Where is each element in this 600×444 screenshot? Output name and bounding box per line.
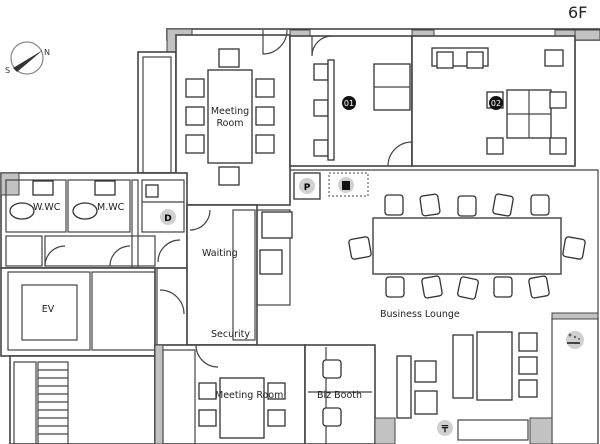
- meeting-room-top-label-2: Room: [216, 118, 243, 129]
- meeting-room-top-label-1: Meeting: [211, 106, 249, 117]
- door-marker: D: [160, 209, 176, 225]
- office-02-furniture: [431, 47, 567, 155]
- security-label: Security: [211, 329, 250, 340]
- office-01-marker: 01: [342, 96, 356, 110]
- post-icon: 〒: [437, 420, 453, 436]
- elevator-label: EV: [42, 304, 55, 315]
- svg-text:〒: 〒: [440, 425, 449, 435]
- doors: [44, 29, 413, 368]
- meeting-table-bottom: [198, 377, 286, 439]
- booth-chairs: [322, 359, 342, 427]
- meeting-table-top: [185, 48, 275, 186]
- svg-text:01: 01: [344, 99, 354, 108]
- compass-north: N: [44, 48, 50, 57]
- men-wc-label: M.WC: [97, 202, 125, 213]
- svg-text:02: 02: [491, 99, 501, 108]
- trash-bin-icon: [328, 172, 369, 197]
- stairs: [13, 361, 69, 444]
- sofa-set: [396, 331, 538, 419]
- business-lounge-label: Business Lounge: [380, 309, 460, 320]
- biz-booth-label: Biz Booth: [317, 390, 362, 401]
- office-01-furniture: [313, 59, 411, 161]
- smoking-icon: [566, 331, 584, 349]
- meeting-room-bottom-label: Meeting Room: [215, 390, 283, 401]
- svg-text:P: P: [304, 183, 311, 193]
- lounge-chair: [261, 211, 293, 239]
- toilet-icons: [9, 180, 159, 220]
- lounge-chair: [259, 249, 283, 275]
- lounge-table: [348, 193, 586, 300]
- office-02-marker: 02: [489, 96, 503, 110]
- women-wc-label: W.WC: [33, 202, 61, 213]
- compass-icon: N S: [5, 41, 50, 75]
- svg-text:D: D: [164, 214, 171, 224]
- compass-south: S: [5, 66, 10, 75]
- parking-marker: P: [293, 172, 321, 200]
- waiting-label: Waiting: [202, 248, 238, 259]
- floor-label: 6F: [568, 3, 587, 22]
